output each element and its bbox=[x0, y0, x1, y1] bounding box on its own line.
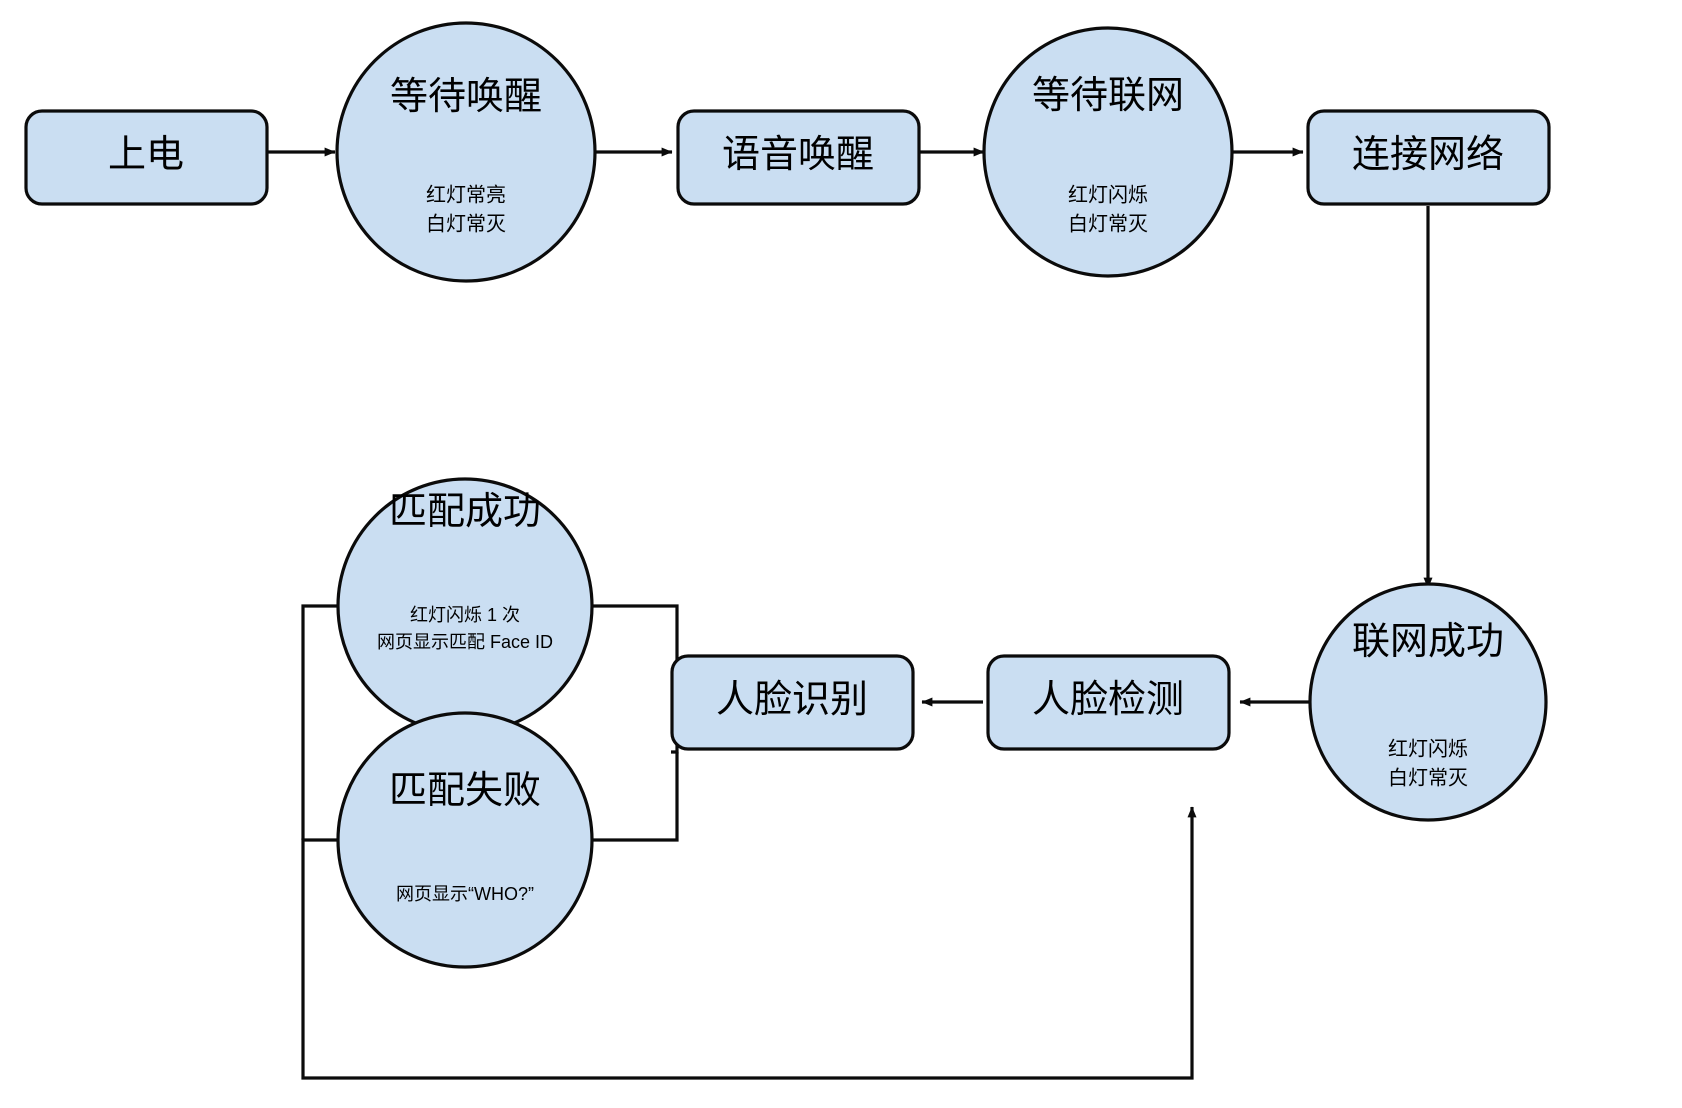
voice-wakeup-label: 语音唤醒 bbox=[722, 134, 874, 176]
wait-wakeup-subline-2: 白灯常灭 bbox=[426, 212, 506, 235]
wait-network-shape[interactable] bbox=[982, 26, 1234, 278]
network-success-subline-1: 红灯闪烁 bbox=[1388, 737, 1468, 760]
node-network-success[interactable]: 联网成功 红灯闪烁 白灯常灭 bbox=[1308, 582, 1548, 822]
edge-match-success-left-stub bbox=[301, 604, 338, 840]
network-success-shape[interactable] bbox=[1308, 582, 1548, 822]
voice-wakeup-shape[interactable] bbox=[676, 109, 921, 206]
face-detect-shape[interactable] bbox=[986, 654, 1231, 751]
match-fail-subline-1: 网页显示“WHO?” bbox=[396, 884, 534, 904]
node-power-on[interactable]: 上电 bbox=[24, 109, 269, 206]
match-fail-label: 匹配失败 bbox=[389, 770, 541, 812]
node-face-recognize[interactable]: 人脸识别 bbox=[670, 654, 915, 751]
wait-network-subline-2: 白灯常灭 bbox=[1068, 212, 1148, 235]
network-success-label: 联网成功 bbox=[1352, 621, 1504, 663]
wait-wakeup-subline-1: 红灯常亮 bbox=[426, 183, 506, 206]
power-on-shape[interactable] bbox=[24, 109, 269, 206]
node-connect-network[interactable]: 连接网络 bbox=[1306, 109, 1551, 206]
node-match-fail[interactable]: 匹配失败 网页显示“WHO?” bbox=[336, 711, 594, 969]
connect-network-shape[interactable] bbox=[1306, 109, 1551, 206]
face-detect-label: 人脸检测 bbox=[1032, 679, 1184, 721]
node-wait-network[interactable]: 等待联网 红灯闪烁 白灯常灭 bbox=[982, 26, 1234, 278]
match-success-subline-1: 红灯闪烁 1 次 bbox=[410, 605, 520, 625]
node-wait-wakeup[interactable]: 等待唤醒 红灯常亮 白灯常灭 bbox=[335, 21, 597, 283]
node-voice-wakeup[interactable]: 语音唤醒 bbox=[676, 109, 921, 206]
power-on-label: 上电 bbox=[108, 134, 184, 176]
connect-network-label: 连接网络 bbox=[1352, 134, 1504, 176]
wait-network-label: 等待联网 bbox=[1032, 75, 1184, 117]
face-recognize-shape[interactable] bbox=[670, 654, 915, 751]
network-success-subline-2: 白灯常灭 bbox=[1388, 766, 1468, 789]
match-success-subline-2: 网页显示匹配 Face ID bbox=[377, 632, 553, 652]
edge-face-recognize-to-match-fail bbox=[592, 752, 679, 842]
match-success-label: 匹配成功 bbox=[389, 491, 541, 533]
wait-wakeup-label: 等待唤醒 bbox=[390, 76, 542, 118]
node-match-success[interactable]: 匹配成功 红灯闪烁 1 次 网页显示匹配 Face ID bbox=[336, 477, 594, 735]
edge-match-fail-to-face-detect-loop bbox=[301, 806, 1197, 1080]
wait-wakeup-shape[interactable] bbox=[335, 21, 597, 283]
face-recognize-label: 人脸识别 bbox=[716, 679, 868, 721]
node-face-detect[interactable]: 人脸检测 bbox=[986, 654, 1231, 751]
edge-face-recognize-to-match-success bbox=[592, 604, 679, 754]
match-fail-shape[interactable] bbox=[336, 711, 594, 969]
wait-network-subline-1: 红灯闪烁 bbox=[1068, 183, 1148, 206]
